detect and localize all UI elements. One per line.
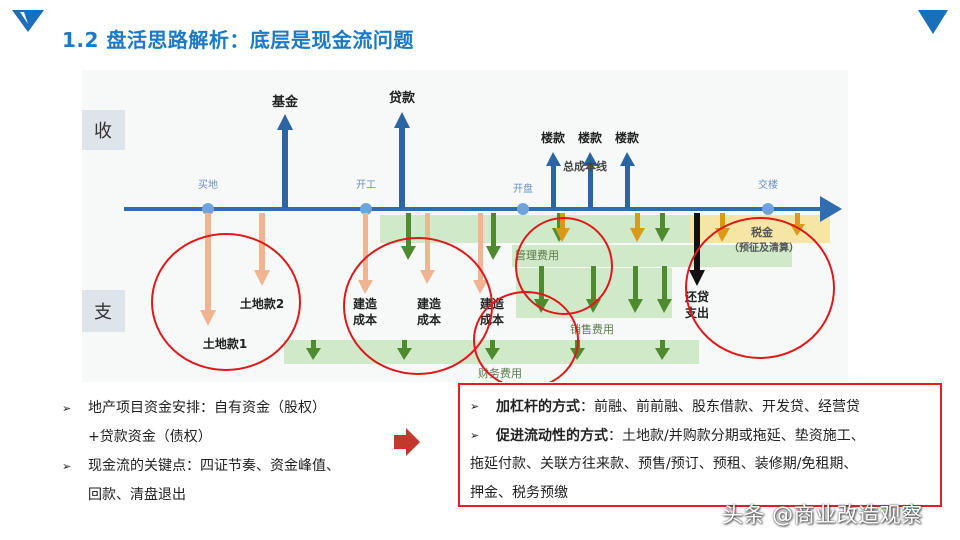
outflow-build-2-b: 成本 <box>417 312 441 327</box>
note-item-funding: ➢ 地产项目资金安排：自有资金（股权） <box>62 394 422 423</box>
corner-triangle-right <box>918 10 948 34</box>
inflow-overlap-label: 总成本线 <box>563 159 607 173</box>
finance-fee-label: 财务费用 <box>478 366 522 380</box>
outflow-repay-b: 支出 <box>684 305 709 320</box>
bullet-icon: ➢ <box>470 400 480 413</box>
inflow-sales-label-2: 楼款 <box>578 130 603 145</box>
outflow-build-arrow-2 <box>420 213 435 284</box>
inflow-sales-arrow-1 <box>546 152 561 208</box>
outflow-land-2-label: 土地款2 <box>240 296 284 311</box>
note-keypoints-line1: 现金流的关键点：四证节奏、资金峰值、 <box>88 458 340 474</box>
notes-left: ➢ 地产项目资金安排：自有资金（股权） +贷款资金（债权） ➢ 现金流的关键点：… <box>62 394 422 510</box>
method-liquidity-title: 促进流动性的方式 <box>496 427 608 444</box>
method-leverage: ➢ 加杠杆的方式：前融、前前融、股东借款、开发贷、经营贷 <box>470 393 930 422</box>
milestone-dot-buy-land <box>202 203 214 215</box>
inflow-loan-label: 贷款 <box>389 90 416 106</box>
tax-label-b: （预征及清算） <box>729 241 799 254</box>
inflow-fund-arrow <box>277 114 293 208</box>
expense-row-label: 支 <box>94 302 112 323</box>
tax-label-a: 税金 <box>751 225 774 239</box>
note-funding-line1: 地产项目资金安排：自有资金（股权） <box>88 400 326 416</box>
note-keypoints-line2: 回款、清盘退出 <box>88 487 186 503</box>
outflow-land-1-label: 土地款1 <box>203 336 247 351</box>
outflow-build-1-a: 建造 <box>352 296 378 311</box>
tax-band <box>690 215 830 243</box>
sales-fee-label: 销售费用 <box>570 322 614 336</box>
bullet-icon: ➢ <box>62 402 72 415</box>
outflow-build-1-b: 成本 <box>353 312 377 327</box>
outflow-land-1-arrow <box>200 213 216 326</box>
highlight-circle-mgmt <box>515 217 613 315</box>
outflow-repay-arrow <box>689 213 705 286</box>
income-row-label: 收 <box>94 121 112 142</box>
method-liquidity-text-1: ：土地款/并购款分期或拖延、垫资施工、 <box>608 427 865 444</box>
slide-title: 1.2 盘活思路解析：底层是现金流问题 <box>62 28 414 52</box>
inflow-sales-arrow-3 <box>620 152 635 208</box>
bullet-icon: ➢ <box>62 460 72 473</box>
tax-arrows <box>555 213 805 242</box>
method-leverage-text: ：前融、前前融、股东借款、开发贷、经营贷 <box>580 399 860 415</box>
highlight-circle-tax <box>685 217 835 359</box>
milestone-dot-open-sale <box>517 203 529 215</box>
sales-fee-arrows <box>534 266 672 313</box>
timeline-arrowhead <box>820 196 842 222</box>
milestone-open-sale: 开盘 <box>513 182 533 195</box>
watermark: 头条 @商业改造观察 <box>722 503 923 527</box>
inflow-sales-label-1: 楼款 <box>541 130 566 145</box>
mgmt-fee-label: 管理费用 <box>515 248 559 262</box>
highlight-circle-land <box>151 233 301 371</box>
outflow-build-arrow-3 <box>473 213 488 294</box>
outflow-repay-a: 还贷 <box>684 289 709 304</box>
method-liquidity: ➢ 促进流动性的方式：土地款/并购款分期或拖延、垫资施工、 <box>470 422 930 451</box>
method-leverage-title: 加杠杆的方式 <box>496 399 580 415</box>
mgmt-fee-band-2 <box>512 245 792 267</box>
income-row-band <box>82 110 125 150</box>
inflow-loan-arrow <box>394 112 410 208</box>
outflow-land-2-arrow <box>254 213 270 286</box>
milestone-deliver: 交楼 <box>758 178 778 191</box>
method-liquidity-text-3: 押金、税务预缴 <box>470 484 568 501</box>
outflow-build-2-a: 建造 <box>416 296 442 311</box>
bullet-icon: ➢ <box>470 428 480 442</box>
milestone-buy-land: 买地 <box>198 178 218 191</box>
note-funding-line2: +贷款资金（债权） <box>88 429 212 445</box>
outflow-build-arrow-1 <box>358 213 373 294</box>
milestone-dot-start-build <box>360 203 372 215</box>
outflow-build-3-b: 成本 <box>480 312 504 327</box>
right-arrow-icon <box>394 428 420 456</box>
expense-row-band <box>82 290 125 332</box>
cash-flow-diagram: 收 支 买地 开工 开盘 交楼 基金 贷款 楼款 楼款 楼款 总成本线 <box>82 70 848 389</box>
inflow-fund-label: 基金 <box>271 94 299 110</box>
methods-box: ➢ 加杠杆的方式：前融、前前融、股东借款、开发贷、经营贷 ➢ 促进流动性的方式：… <box>458 383 942 507</box>
highlight-circle-build <box>343 237 493 375</box>
inflow-sales-label-3: 楼款 <box>615 130 640 145</box>
note-item-keypoints: ➢ 现金流的关键点：四证节奏、资金峰值、 <box>62 452 422 481</box>
inflow-sales-arrow-2 <box>583 152 598 208</box>
method-liquidity-text-2: 拖延付款、关联方往来款、预售/预订、预租、装修期/免租期、 <box>470 456 858 472</box>
milestone-start-build: 开工 <box>356 180 376 191</box>
corner-logo-left <box>12 10 44 32</box>
milestone-dot-deliver <box>762 203 774 215</box>
